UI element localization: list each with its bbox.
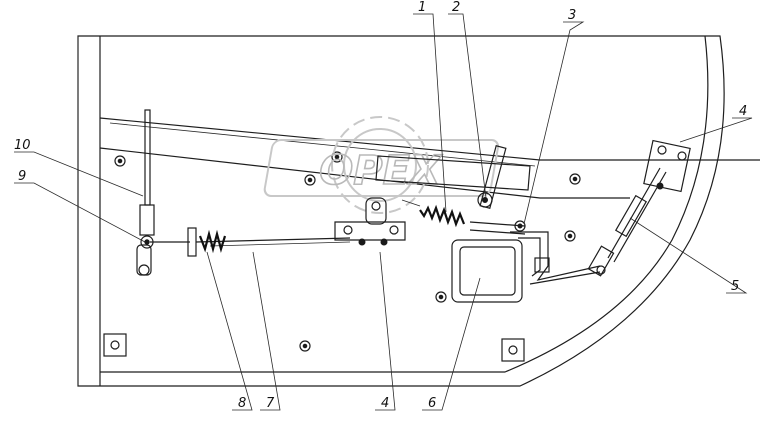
- vertical-rod: [136, 109, 155, 276]
- watermark: OPEX: [263, 116, 500, 214]
- callout-label: 10: [14, 138, 31, 153]
- mounting-bolts: [103, 151, 581, 362]
- callout-label: 3: [568, 8, 576, 23]
- bolt-icon: [304, 174, 316, 186]
- callout-label: 4: [739, 104, 747, 119]
- bolt-icon: [299, 340, 311, 352]
- door-panel: [77, 35, 725, 387]
- bolt-icon: [564, 230, 576, 242]
- callout-label: 8: [238, 396, 246, 411]
- callout-label: 7: [266, 396, 275, 411]
- bolt-icon: [331, 151, 343, 163]
- door-beam: [99, 117, 760, 199]
- callout-label: 5: [731, 279, 739, 294]
- upper-rod: [607, 139, 691, 263]
- callout-label: 2: [452, 0, 460, 15]
- callout-label: 9: [18, 169, 26, 184]
- door-handle: [451, 231, 615, 303]
- callout-label: 4: [381, 396, 389, 411]
- bolt-icon: [501, 338, 525, 362]
- horizontal-rod: [150, 227, 351, 257]
- callout-labels: 1 2 3 4 4 5 6 7 8 9 10: [14, 0, 747, 411]
- clamp-bracket: [334, 197, 421, 246]
- callout-label: 6: [428, 396, 436, 411]
- watermark-text: OPEX: [319, 148, 443, 194]
- callout-label: 1: [418, 0, 426, 15]
- bolt-icon: [569, 173, 581, 185]
- bolt-icon: [103, 333, 127, 357]
- bolt-icon: [435, 291, 447, 303]
- bolt-icon: [114, 155, 126, 167]
- leader-lines: [14, 13, 753, 411]
